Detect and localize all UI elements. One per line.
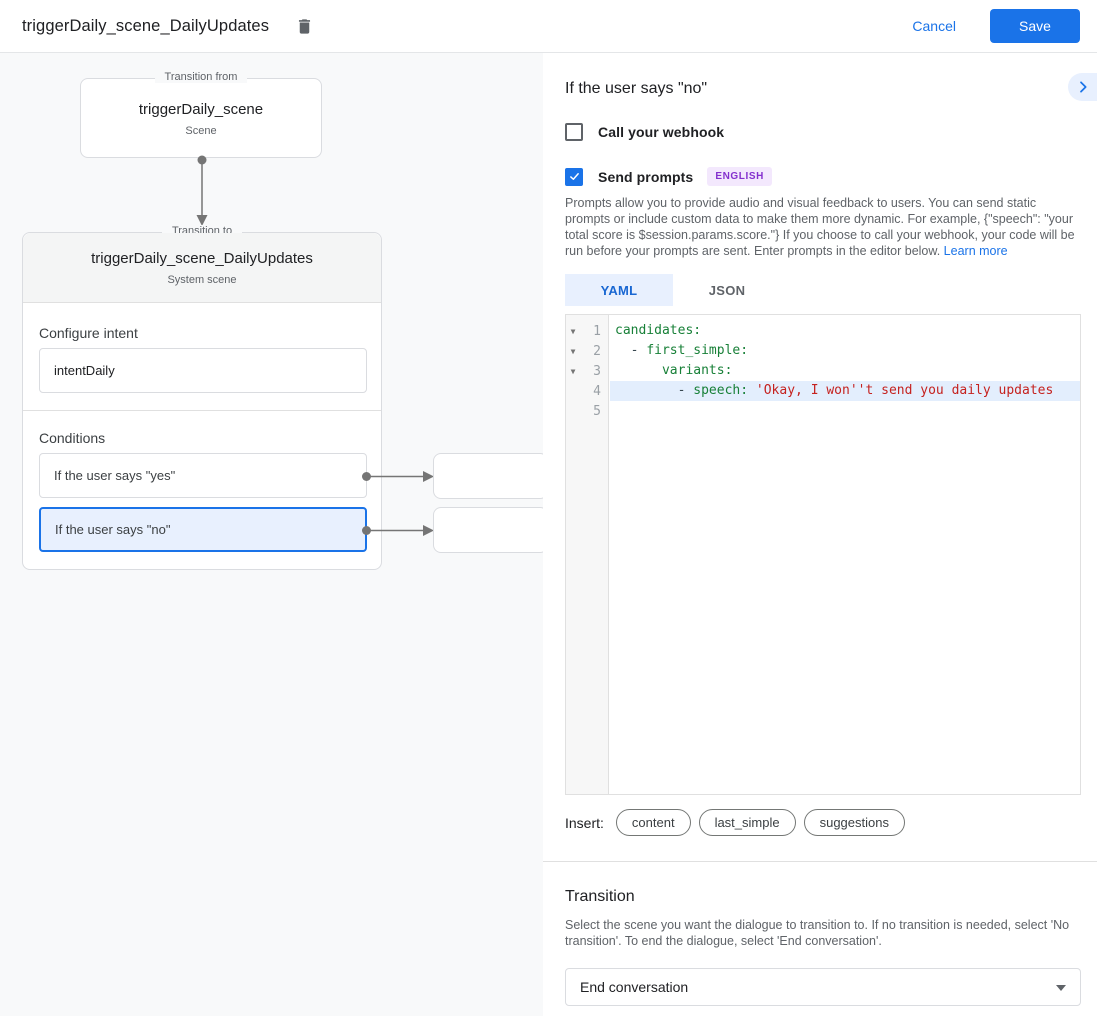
- flow-connector-arrow-icon: [196, 155, 208, 226]
- to-scene-header: triggerDaily_scene_DailyUpdates System s…: [23, 233, 381, 303]
- delete-scene-button[interactable]: [291, 13, 317, 39]
- page-title: triggerDaily_scene_DailyUpdates: [22, 16, 270, 35]
- conditions-label: Conditions: [39, 430, 106, 446]
- condition-no-arrow-icon: [362, 525, 434, 536]
- fold-toggle-icon[interactable]: ▼: [570, 326, 576, 336]
- scene-flow-canvas: Transition from triggerDaily_scene Scene…: [0, 53, 543, 1016]
- code-line-2[interactable]: - first_simple:: [615, 343, 749, 358]
- from-scene-title: triggerDaily_scene: [138, 101, 264, 118]
- code-line-5[interactable]: [610, 401, 1080, 421]
- transition-to-box: Transition to triggerDaily_scene_DailyUp…: [22, 225, 382, 570]
- to-scene-title: triggerDaily_scene_DailyUpdates: [91, 250, 313, 267]
- section-divider: [23, 410, 381, 411]
- configure-intent-label: Configure intent: [39, 325, 138, 341]
- transition-select-value: End conversation: [580, 979, 689, 995]
- fold-toggle-icon[interactable]: ▼: [570, 366, 576, 376]
- save-button[interactable]: Save: [990, 9, 1080, 43]
- dropdown-caret-icon: [1056, 985, 1066, 991]
- configure-intent-value: intentDaily: [54, 363, 115, 378]
- learn-more-link[interactable]: Learn more: [943, 244, 1008, 258]
- configure-intent-input[interactable]: intentDaily: [39, 348, 367, 393]
- checkbox-unchecked-icon: [565, 123, 583, 141]
- code-line-1[interactable]: candidates:: [615, 323, 702, 338]
- editor-code-area[interactable]: candidates: - first_simple: variants: - …: [610, 315, 1080, 794]
- transition-section-heading: Transition: [565, 888, 635, 905]
- from-scene-subtitle: Scene: [185, 125, 217, 137]
- insert-snippet-row: Insert: content last_simple suggestions: [565, 809, 913, 836]
- insert-label: Insert:: [565, 814, 604, 831]
- call-webhook-checkbox[interactable]: Call your webhook: [565, 123, 724, 141]
- top-header-bar: triggerDaily_scene_DailyUpdates Cancel S…: [0, 0, 1097, 53]
- panel-divider: [543, 861, 1097, 862]
- insert-chip-content[interactable]: content: [615, 809, 691, 836]
- chevron-right-icon: [1079, 81, 1087, 93]
- code-line-4-active[interactable]: - speech: 'Okay, I won''t send you daily…: [610, 381, 1080, 401]
- prompts-description: Prompts allow you to provide audio and v…: [565, 196, 1075, 258]
- transition-select-dropdown[interactable]: End conversation: [565, 968, 1081, 1006]
- condition-detail-panel: If the user says "no" Call your webhook …: [543, 53, 1097, 1016]
- insert-chip-last-simple[interactable]: last_simple: [698, 809, 796, 836]
- prompt-code-editor[interactable]: ▼1 ▼2 ▼3 4 5 candidates: - first_simple:…: [565, 314, 1081, 795]
- trash-icon: [298, 18, 310, 34]
- condition-yes-arrow-icon: [362, 471, 434, 482]
- checkbox-checked-icon: [565, 167, 583, 186]
- condition-item-yes[interactable]: If the user says "yes": [39, 453, 367, 498]
- transition-target-box-yes[interactable]: [433, 453, 543, 499]
- tab-yaml[interactable]: YAML: [565, 274, 673, 306]
- transition-from-box[interactable]: Transition from triggerDaily_scene Scene: [80, 71, 322, 158]
- editor-format-tabs: YAML JSON: [565, 274, 781, 306]
- collapse-panel-button[interactable]: [1068, 73, 1097, 101]
- send-prompts-checkbox[interactable]: Send prompts ENGLISH: [565, 167, 772, 186]
- cancel-button[interactable]: Cancel: [912, 18, 956, 34]
- tab-json[interactable]: JSON: [708, 282, 746, 298]
- transition-from-legend: Transition from: [81, 71, 321, 83]
- editor-gutter: ▼1 ▼2 ▼3 4 5: [566, 315, 609, 794]
- transition-description: Select the scene you want the dialogue t…: [565, 918, 1070, 948]
- condition-panel-heading: If the user says "no": [565, 80, 708, 97]
- code-line-3[interactable]: variants:: [661, 363, 733, 378]
- to-scene-subtitle: System scene: [167, 274, 237, 286]
- condition-item-no[interactable]: If the user says "no": [39, 507, 367, 552]
- insert-chip-suggestions[interactable]: suggestions: [803, 809, 905, 836]
- fold-toggle-icon[interactable]: ▼: [570, 346, 576, 356]
- transition-target-box-no[interactable]: [433, 507, 543, 553]
- language-badge: ENGLISH: [707, 167, 772, 186]
